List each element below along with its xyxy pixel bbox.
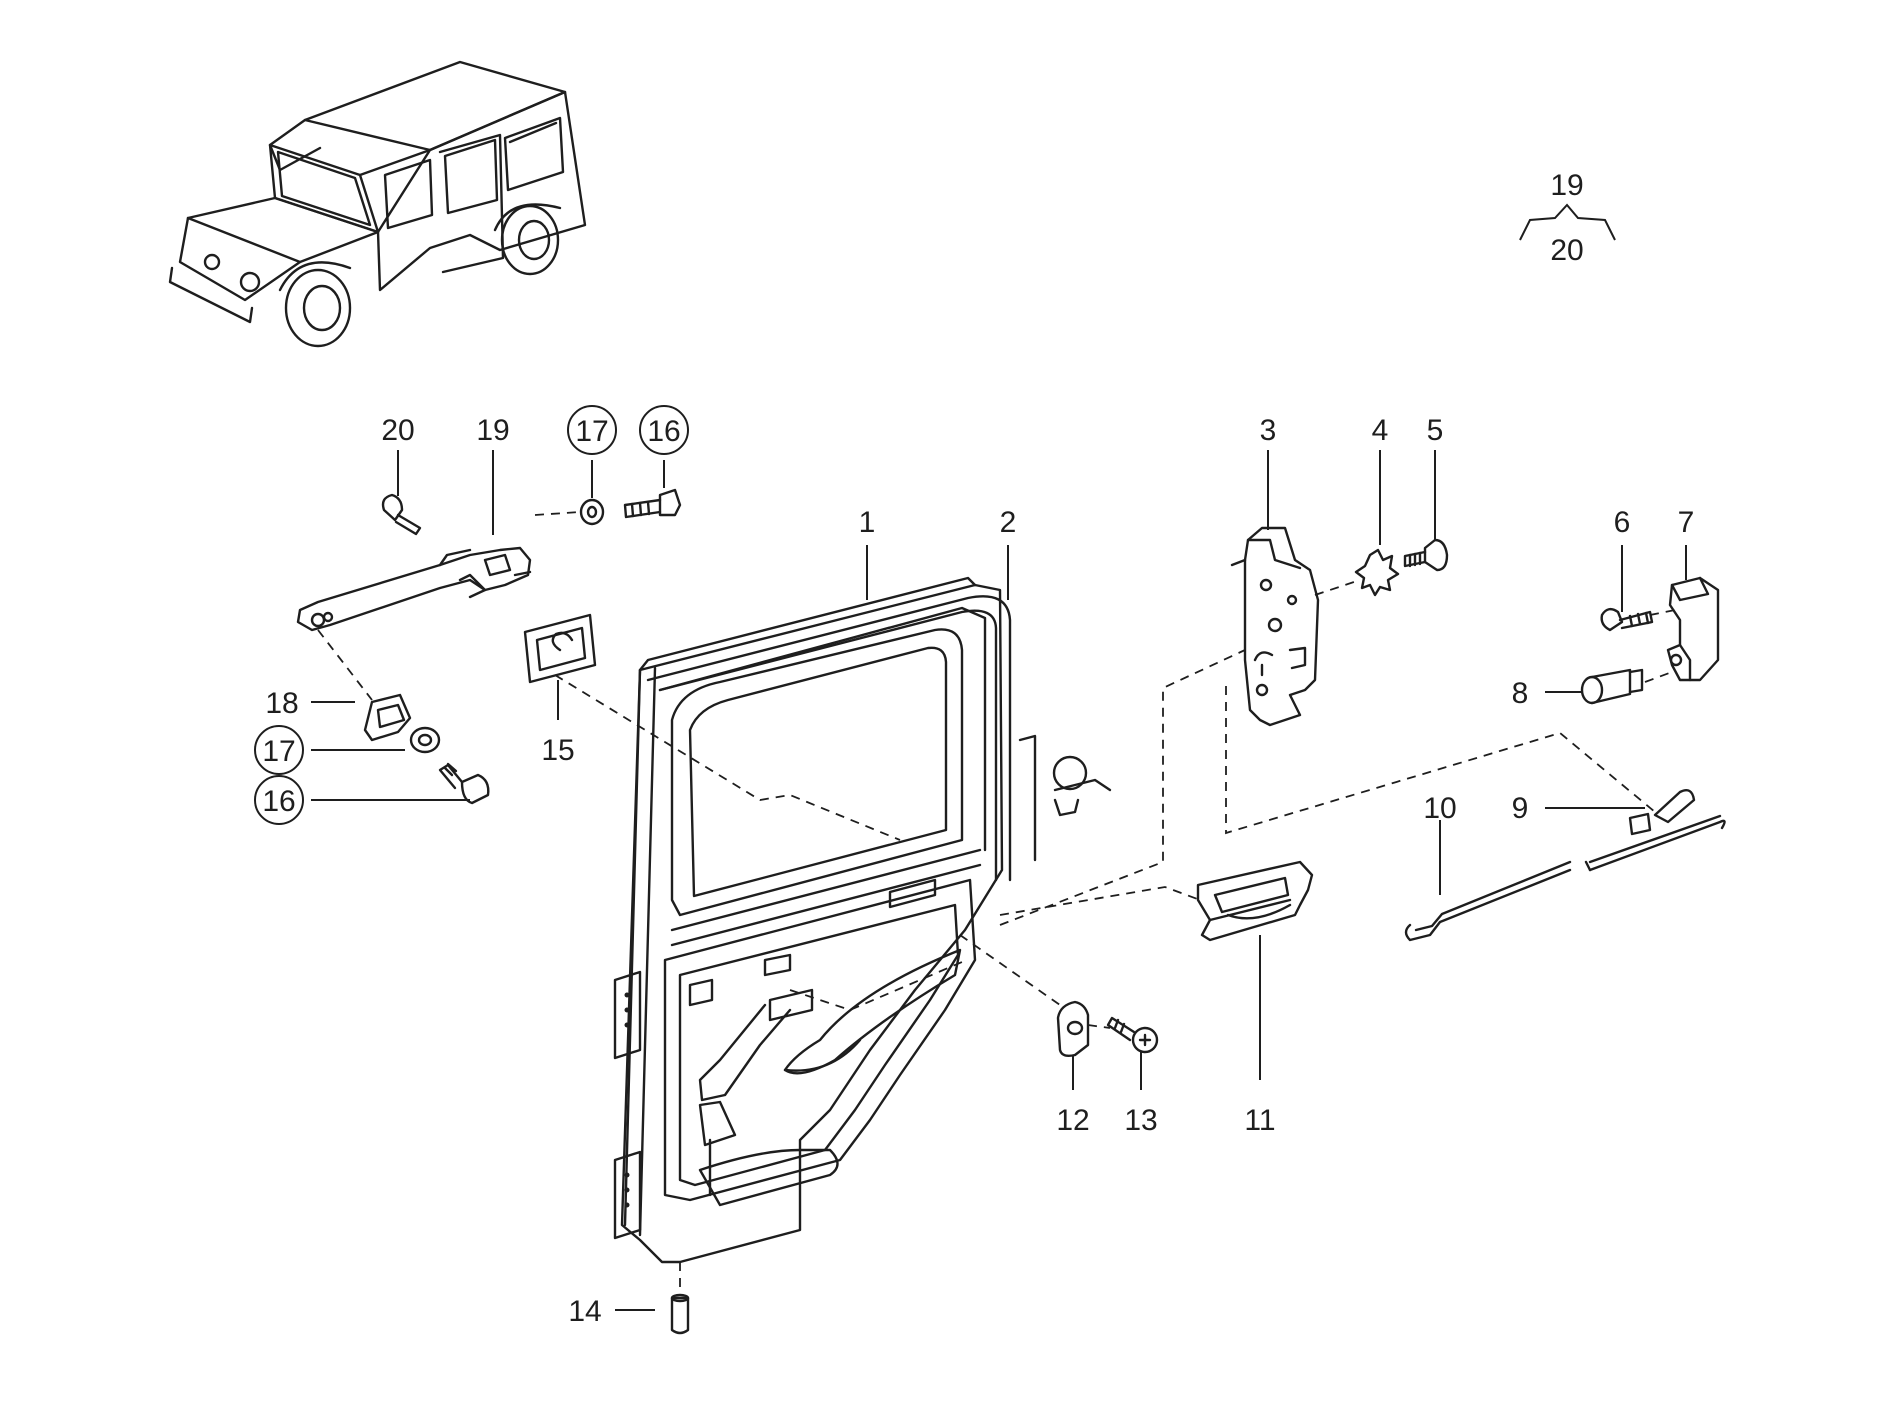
bolt-lower [438, 762, 490, 805]
rod-clip [1628, 789, 1696, 836]
callout-leaders [311, 203, 1687, 1311]
callout-8: 8 [1512, 677, 1529, 710]
callout-17-lower: 17 [262, 735, 295, 768]
legend-bottom-number: 20 [1550, 234, 1583, 267]
door-lock-latch [1230, 526, 1320, 727]
vehicle-overview-illustration [168, 60, 587, 348]
bolt-upper [623, 488, 682, 519]
striker-screw [1600, 607, 1654, 632]
legend-top-number: 19 [1550, 169, 1583, 202]
washer-lower [409, 726, 441, 754]
callout-16-lower: 16 [262, 785, 295, 818]
callout-4: 4 [1372, 414, 1389, 447]
door-seal [646, 595, 1112, 882]
callout-17-upper-circle [567, 405, 617, 455]
callout-15: 15 [541, 734, 574, 767]
outer-door-handle [296, 546, 532, 632]
door-striker [1666, 576, 1720, 682]
door-shell [613, 576, 1004, 1264]
callout-9: 9 [1512, 792, 1529, 825]
callout-16-lower-circle [254, 775, 304, 825]
callout-3: 3 [1260, 414, 1277, 447]
handle-cover [363, 693, 412, 742]
callout-14: 14 [568, 1295, 601, 1328]
panel-screw [1106, 1016, 1159, 1054]
callout-labels: 1 2 3 4 5 6 7 8 9 10 11 12 13 14 15 18 2… [254, 169, 1695, 1328]
callout-10: 10 [1423, 792, 1456, 825]
handle-gasket [523, 613, 597, 684]
lock-washer [1354, 548, 1400, 597]
callout-6: 6 [1614, 506, 1631, 539]
callout-12: 12 [1056, 1104, 1089, 1137]
callout-7: 7 [1678, 506, 1695, 539]
washer-upper [579, 498, 605, 526]
callout-5: 5 [1427, 414, 1444, 447]
lock-cylinder-key [381, 493, 422, 536]
callout-13: 13 [1124, 1104, 1157, 1137]
latch-screw [1403, 538, 1449, 572]
callout-1: 1 [859, 506, 876, 539]
callout-16-upper-circle [639, 405, 689, 455]
lock-button [1056, 1000, 1090, 1058]
connecting-rod [1404, 814, 1726, 942]
assembly-lines [317, 511, 1676, 1295]
callout-11: 11 [1244, 1104, 1275, 1137]
callout-18: 18 [265, 687, 298, 720]
callout-17-lower-circle [254, 725, 304, 775]
callout-2: 2 [1000, 506, 1017, 539]
callout-17-upper: 17 [575, 415, 608, 448]
callout-20: 20 [381, 414, 414, 447]
hinge-pin [670, 1293, 690, 1335]
callout-16-upper: 16 [647, 415, 680, 448]
callout-19: 19 [476, 414, 509, 447]
inner-door-handle [1196, 860, 1314, 942]
striker-bolt [1580, 668, 1644, 705]
